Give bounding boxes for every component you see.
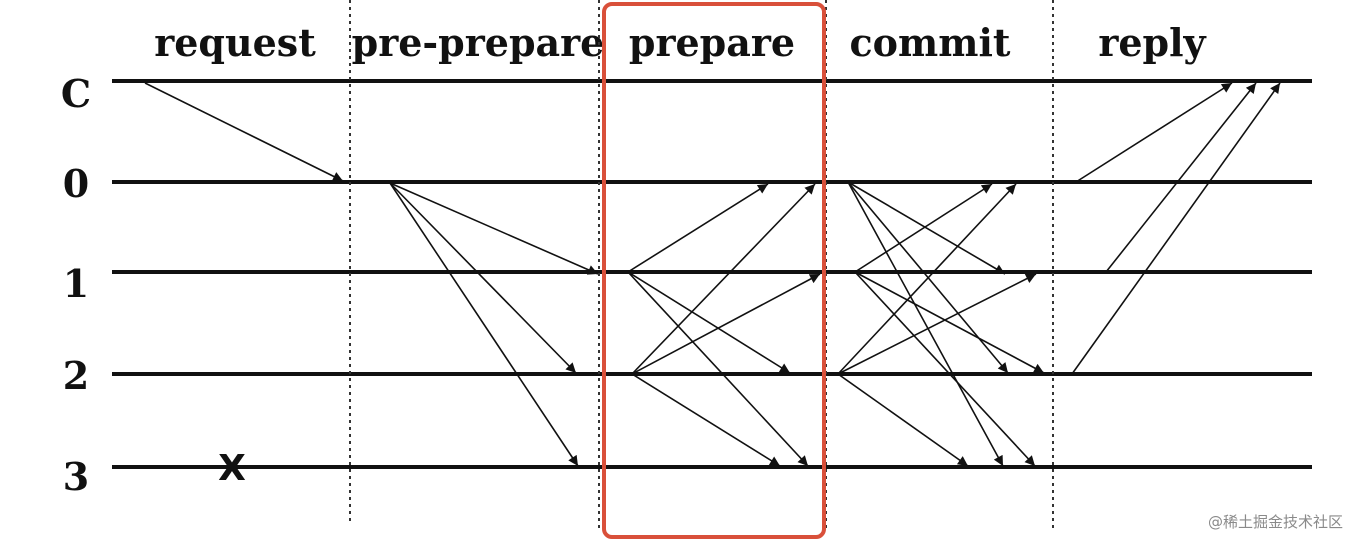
arrow-reply-1-c	[1105, 82, 1257, 273]
phase-label-request: request	[154, 20, 316, 65]
arrow-reply-2-c	[1071, 82, 1281, 375]
arrow-prepare-2-3	[631, 373, 781, 467]
node-label-3: 3	[63, 454, 89, 499]
arrow-commit-1-3	[854, 271, 1036, 467]
arrow-prepare-1-0	[627, 183, 769, 273]
node-label-c: C	[61, 71, 91, 116]
message-arrows	[144, 82, 1281, 467]
phase-label-commit: commit	[850, 20, 1011, 65]
arrow-prepare-2-1	[631, 273, 821, 375]
arrow-commit-1-0	[854, 183, 993, 273]
arrow-reply-0-c	[1075, 82, 1233, 183]
arrow-preprepare-0-1	[389, 182, 599, 275]
failure-x-icon: X	[218, 448, 246, 489]
arrow-commit-0-3	[847, 181, 1004, 467]
arrow-commit-0-1	[847, 181, 1006, 275]
timelines	[112, 79, 1312, 469]
arrow-commit-1-2	[854, 271, 1045, 374]
arrow-prepare-1-2	[627, 271, 791, 374]
node-label-2: 2	[63, 353, 89, 398]
arrow-commit-2-0	[837, 183, 1017, 375]
arrow-preprepare-0-2	[389, 182, 577, 374]
phase-label-reply: reply	[1098, 20, 1206, 65]
arrow-prepare-2-0	[631, 183, 816, 375]
prepare-highlight-box	[602, 2, 826, 539]
node-label-0: 0	[63, 161, 89, 206]
phase-label-prepare: prepare	[629, 20, 795, 65]
arrow-commit-2-1	[837, 273, 1037, 375]
arrow-commit-2-3	[837, 373, 969, 467]
arrow-preprepare-0-3	[389, 182, 579, 467]
watermark-text: @稀土掘金技术社区	[1208, 513, 1343, 531]
arrow-prepare-1-3	[627, 271, 809, 467]
node-label-1: 1	[63, 261, 89, 306]
phase-label-pre-prepare: pre-prepare	[352, 20, 605, 65]
arrow-request-c-0	[144, 82, 344, 182]
